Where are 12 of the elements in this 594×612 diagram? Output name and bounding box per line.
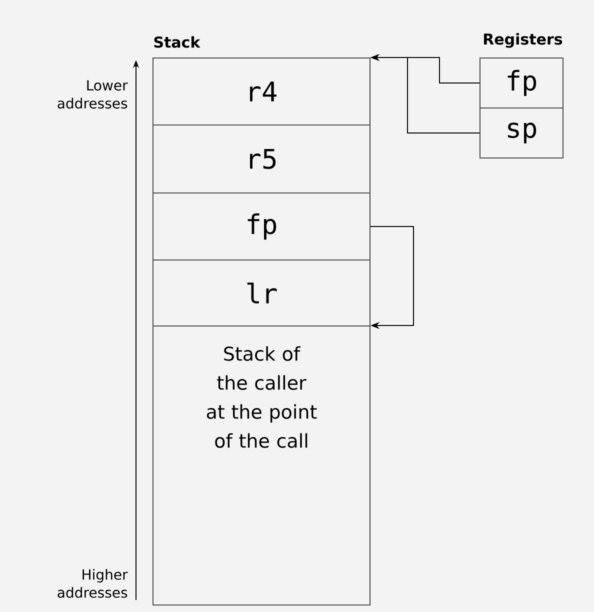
stack-cell: r4 [152,58,370,126]
register-cell: sp [480,108,564,158]
stack-cell: lr [152,260,370,326]
node-label: Registers [484,33,562,48]
register-cell: fp [480,58,564,108]
stack-cell: r5 [152,124,370,194]
stack-cell: fp [152,192,370,260]
axis-label: Lower addresses [58,80,128,109]
stack-cell: Stack of the caller at the point of the call [152,326,370,606]
axis-label: Higher addresses [58,568,128,598]
arrow [370,226,414,330]
node-label: Stack [154,36,200,48]
